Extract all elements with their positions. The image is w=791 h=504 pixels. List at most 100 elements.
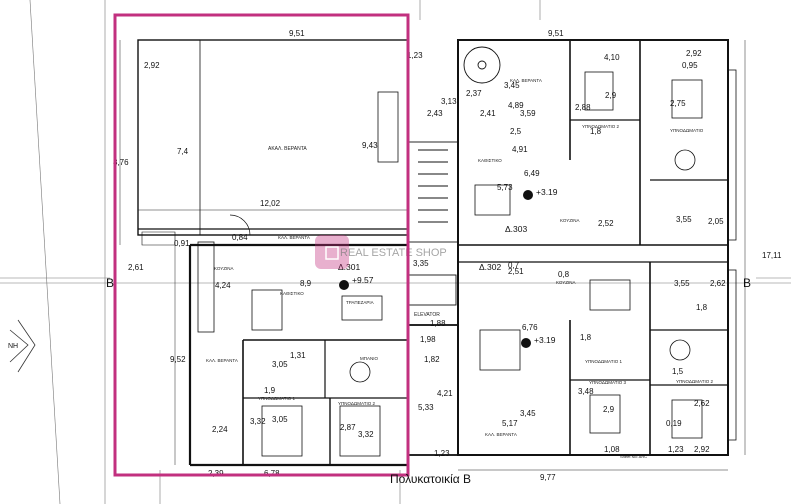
dimension-label: 9,43 [362,141,378,150]
dimension-label: 5,17 [502,419,518,428]
dimension-label: 2,51 [508,267,524,276]
apartment-area-301: +9.57 [352,275,374,285]
dimension-lines [119,39,746,471]
dimension-label: 0,91 [174,239,190,248]
dimension-label: 5,73 [497,183,513,192]
dimension-label: 8,76 [113,158,129,167]
dimension-label: 1,23 [434,449,450,458]
dimension-label: 1,8 [580,333,592,342]
room-label: ΥΠΝΟΔΩΜΑΤΙΟ 2 [338,401,375,406]
dimension-label: 2,87 [340,423,356,432]
dimension-label: 9,51 [548,29,564,38]
dimension-label: 3,55 [676,215,692,224]
room-label: ΚΟΥΖΙΝΑ [214,266,233,271]
dimension-label: 3,55 [674,279,690,288]
apartment-area-303: +3.19 [534,335,556,345]
dimension-label: 2,52 [598,219,614,228]
building-caption: Πολυκατοικία Β [390,472,471,486]
dimension-label: 2,75 [670,99,686,108]
room-label: ΥΠΝΟΔΩΜΑΤΙΟ 1 [258,396,295,401]
right-apartments-walls [457,39,737,456]
dimension-label: 3,05 [272,360,288,369]
dimension-label: 3,45 [504,81,520,90]
home-icon [325,246,339,260]
dimension-label: 1,5 [672,367,684,376]
dimension-label: 1,8 [696,303,708,312]
dimension-label: 1,08 [604,445,620,454]
dimension-label: 3,35 [413,259,429,268]
room-label: ELEVATOR [414,312,440,318]
dimension-label: 4,24 [215,281,231,290]
dimension-label: 2,92 [144,61,160,70]
dimension-label: 2,62 [694,399,710,408]
dimension-label: 2,24 [212,425,228,434]
dimension-label: 1,31 [290,351,306,360]
watermark-text: REAL ESTATE SHOP [340,247,447,259]
watermark: REAL ESTATE SHOP [315,235,447,269]
dimension-label: 3,32 [250,417,266,426]
dimension-label: 17,11 [762,251,782,260]
apartment-markers [339,190,533,348]
dimension-label: 1,9 [264,386,276,395]
room-label: ΚΑΘΙΣΤΙΚΟ [280,291,304,296]
room-label: ΚΑΛ. ΒΕΡΑΝΤΑ [206,358,238,363]
dimension-label: 2,92 [694,445,710,454]
dimension-label: 0,19 [666,419,682,428]
dimension-label: 5,33 [418,403,434,412]
dimension-label: 9,52 [170,355,186,364]
dimension-label: 2,37 [466,89,482,98]
room-label: ΚΟΥΖΙΝΑ [556,280,575,285]
dimension-labels: 9,512,927,48,769,4312,020,910,842,614,24… [113,29,782,482]
dimension-label: 2,05 [708,217,724,226]
room-label: ΤΡΑΠΕΖΑΡΙΑ [346,300,374,305]
room-label: ΥΠΝΟΔΩΜΑΤΙΟ 2 [676,379,713,384]
dimension-label: 4,89 [508,101,524,110]
dimension-label: 2,62 [710,279,726,288]
dimension-label: 1,82 [424,355,440,364]
room-label: ΜΠΑΝΙΟ [360,356,378,361]
dimension-label: 6,49 [524,169,540,178]
dimension-label: 2,92 [686,49,702,58]
compass-label: ΝΗ [8,343,18,350]
dimension-label: 1,98 [420,335,436,344]
dimension-label: 8,9 [300,279,312,288]
dimension-label: 0,7 [508,261,520,270]
dimension-label: 3,45 [520,409,536,418]
dimension-label: 2,9 [605,91,617,100]
dimension-label: 6,76 [522,323,538,332]
dimension-label: 3,59 [520,109,536,118]
dimension-label: 0,8 [558,270,570,279]
room-label: ΚΑΘΙΣΤΙΚΟ [478,158,502,163]
dimension-label: 2,43 [427,109,443,118]
dimension-label: 3,13 [441,97,457,106]
room-label: ΥΠΝΟΔΩΜΑΤΙΟ 2 [582,124,619,129]
dimension-label: 4,21 [437,389,453,398]
room-label: ΚΟΥΖΙΝΑ [560,218,579,223]
dimension-label: 4,10 [604,53,620,62]
apartment-label-302: Δ.302 [479,262,501,272]
dimension-label: 2,61 [128,263,144,272]
dimension-label: 2,41 [480,109,496,118]
dimension-label: 1,23 [668,445,684,454]
dimension-label: 1,23 [407,51,423,60]
section-marker-left: B [106,276,114,290]
dimension-label: 1,88 [430,319,446,328]
apartment-label-301: Δ.301 [338,262,360,272]
dimension-label: 2,5 [510,127,522,136]
sheet-note: Sheet No: ARC [620,454,647,459]
apartment-highlight-frame [113,13,410,477]
dimension-label: 4,91 [512,145,528,154]
dimension-label: 9,51 [289,29,305,38]
dimension-label: 3,05 [272,415,288,424]
room-label: ΥΠΝΟΔΩΜΑΤΙΟ 3 [589,380,626,385]
room-label: ΚΑΛ. ΒΕΡΑΝΤΑ [485,432,517,437]
room-label: ΑΚΑΛ. ΒΕΡΑΝΤΑ [268,146,307,152]
apartment-label-303: Δ.303 [505,224,527,234]
dimension-label: 3,32 [358,430,374,439]
dimension-label: 1,8 [590,127,602,136]
dimension-label: 0,95 [682,61,698,70]
room-label: ΚΑΛ. ΒΕΡΑΝΤΑ [510,78,542,83]
room-label: ΥΠΝΟΔΩΜΑΤΙΟ 1 [585,359,622,364]
